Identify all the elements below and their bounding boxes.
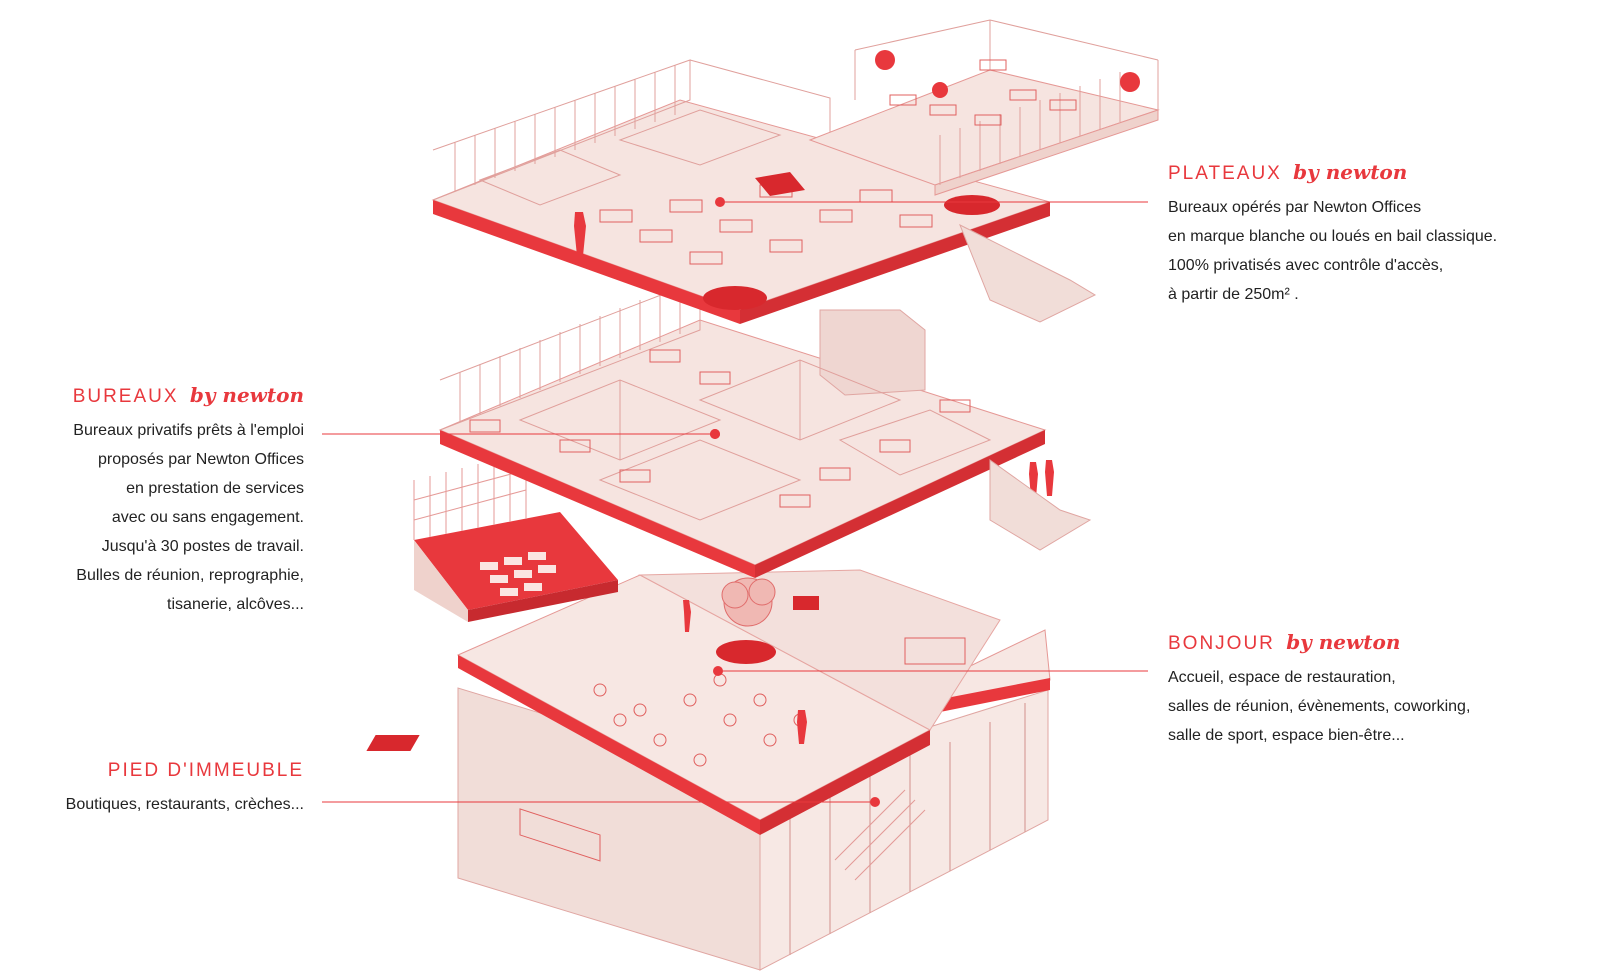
bonjour-terrace [413, 452, 618, 622]
plateaux-line-1: Bureaux opérés par Newton Offices [1168, 199, 1422, 216]
callout-plateaux-title: PLATEAUX by newton [1168, 160, 1497, 185]
pied-dot [870, 797, 880, 807]
plateaux-brand: by newton [1293, 160, 1408, 184]
bureaux-line-1: Bureaux privatifs prêts à l'emploi [73, 422, 304, 439]
bureaux-dot [710, 429, 720, 439]
bonjour-tree [721, 577, 776, 627]
pied-title: PIED D'IMMEUBLE [107, 760, 304, 781]
bureaux-floor [438, 279, 1092, 578]
plateaux-dot [715, 197, 725, 207]
callout-bureaux-title: BUREAUX by newton [73, 383, 304, 408]
plateaux-line-4: à partir de 250m² . [1168, 286, 1299, 303]
plateaux-line-2: en marque blanche ou loués en bail class… [1168, 228, 1498, 245]
bonjour-title: BONJOUR [1168, 633, 1275, 654]
bureaux-title: BUREAUX [72, 386, 179, 407]
bureaux-line-2: proposés par Newton Offices [97, 451, 304, 468]
bureaux-line-3: en prestation de services [126, 480, 304, 497]
bonjour-furniture [519, 637, 966, 862]
bonjour-line-2: salles de réunion, évènements, coworking… [1168, 698, 1471, 715]
bureaux-line-4: avec ou sans engagement. [111, 509, 304, 526]
leader-dots [710, 197, 880, 807]
callout-bureaux: BUREAUX by newton Bureaux privatifs prêt… [73, 383, 304, 619]
pied-line-1: Boutiques, restaurants, crèches... [65, 796, 304, 813]
bonjour-floor [366, 569, 1051, 862]
bureaux-line-6: Bulles de réunion, reprographie, [76, 567, 304, 584]
bonjour-line-3: salle de sport, espace bien-être... [1168, 727, 1405, 744]
bureaux-line-7: tisanerie, alcôves... [167, 596, 304, 613]
callout-pied-title: PIED D'IMMEUBLE [66, 760, 304, 782]
plateaux-line-3: 100% privatisés avec contrôle d'accès, [1168, 257, 1444, 274]
callout-pied-immeuble: PIED D'IMMEUBLE Boutiques, restaurants, … [66, 760, 304, 819]
callout-plateaux: PLATEAUX by newton Bureaux opérés par Ne… [1168, 160, 1497, 309]
plateaux-floor [431, 59, 1097, 324]
callout-bonjour: BONJOUR by newton Accueil, espace de res… [1168, 630, 1470, 750]
rooftop-terrace [808, 19, 1160, 196]
bureaux-brand: by newton [189, 383, 304, 407]
plateaux-title: PLATEAUX [1168, 163, 1282, 184]
leader-lines [322, 201, 1148, 803]
bonjour-brand: by newton [1286, 630, 1401, 654]
callout-bonjour-title: BONJOUR by newton [1168, 630, 1470, 655]
bonjour-dot [713, 666, 723, 676]
bureaux-line-5: Jusqu'à 30 postes de travail. [101, 538, 304, 555]
bonjour-line-1: Accueil, espace de restauration, [1168, 669, 1396, 686]
